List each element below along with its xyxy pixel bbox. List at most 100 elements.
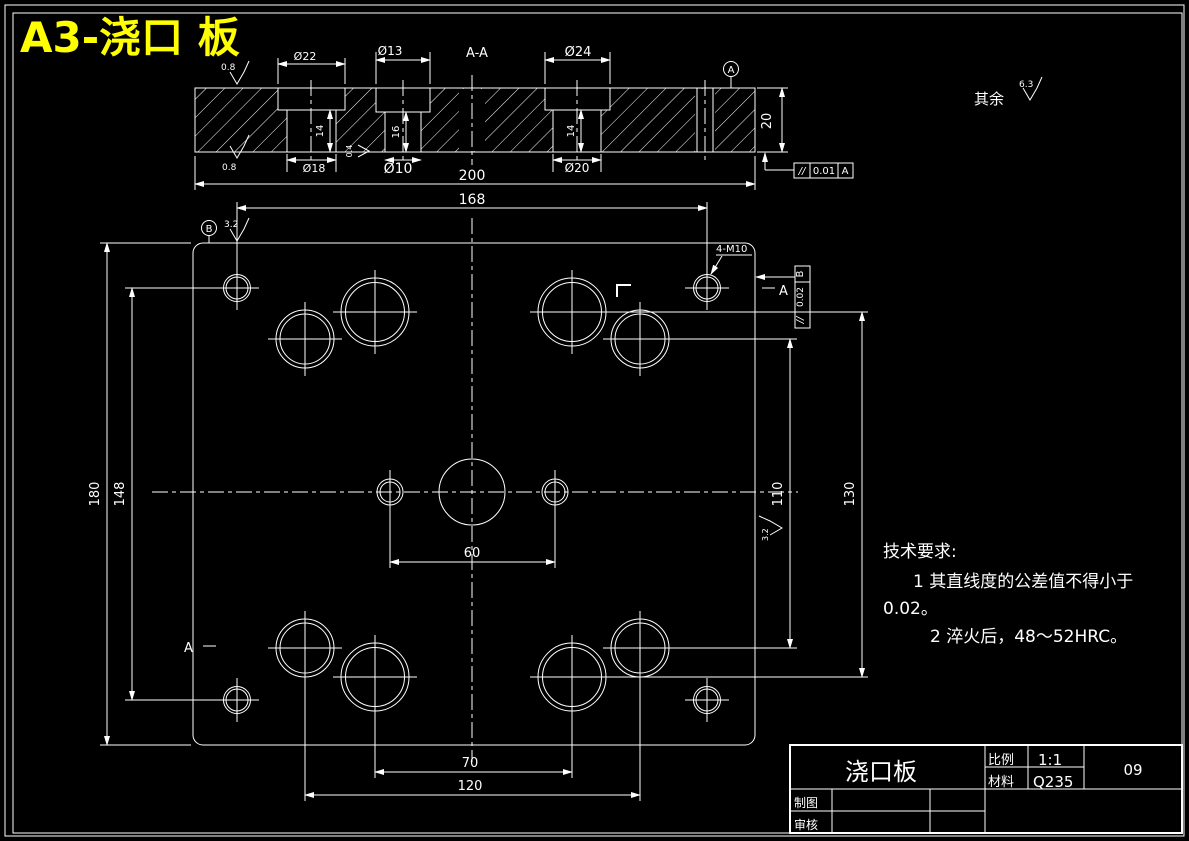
checked-by-label: 审核 bbox=[794, 817, 818, 832]
corner-hole-top-left bbox=[215, 266, 259, 310]
surface-finish-icon bbox=[1022, 76, 1043, 101]
dim-depth3: 14 bbox=[566, 109, 584, 153]
dim-70-text: 70 bbox=[462, 756, 479, 771]
tech-req-line1: 1 其直线度的公差值不得小于 bbox=[913, 572, 1133, 592]
parallel-symbol: // bbox=[795, 315, 806, 324]
dim-130-text: 130 bbox=[843, 482, 858, 507]
drawing-border bbox=[4, 4, 1185, 837]
general-note-text: 其余 bbox=[974, 90, 1004, 108]
tech-req-line3: 2 淬火后，48～52HRC。 bbox=[930, 627, 1127, 647]
dim-thickness-text: 20 bbox=[760, 113, 775, 130]
tapped-hole-section bbox=[695, 80, 715, 160]
finish-plan-right: 3.2 bbox=[758, 515, 783, 541]
drawing-title: A3-浇口 板 bbox=[20, 13, 240, 62]
material-value: Q235 bbox=[1033, 773, 1073, 791]
finish-top: 0.8 bbox=[221, 60, 250, 85]
dim-110: 110 bbox=[671, 338, 797, 649]
dim-depth2: 16 bbox=[391, 111, 409, 153]
scale-value: 1:1 bbox=[1038, 751, 1062, 769]
surface-finish-icon bbox=[758, 515, 783, 536]
dim-cb1: Ø22 bbox=[277, 50, 346, 84]
dim-thickness: 20 bbox=[757, 87, 788, 153]
plate-outline bbox=[192, 242, 756, 746]
dim-148: 148 bbox=[113, 287, 215, 701]
general-finish-note: 其余 6.3 bbox=[974, 76, 1043, 108]
finish-hole-value: 0.4 bbox=[345, 145, 354, 158]
tolerance-value: 0.02 bbox=[796, 287, 806, 307]
dim-120-text: 120 bbox=[458, 779, 483, 794]
parallelism-frame-plan: B 0.02 // bbox=[755, 265, 811, 329]
section-mark-bottom: A bbox=[184, 641, 216, 656]
title-block: 浇口板 比例 1:1 材料 Q235 09 制图 审核 bbox=[789, 744, 1183, 834]
datum-a-flag: A bbox=[723, 61, 739, 89]
parallelism-frame-section: // 0.01 A bbox=[762, 152, 854, 179]
surface-finish-icon bbox=[357, 144, 371, 158]
section-label: A-A bbox=[466, 46, 488, 61]
corner-hole-top-right bbox=[685, 266, 729, 310]
dim-60: 60 bbox=[389, 507, 556, 568]
counterbore-inner-holes bbox=[333, 270, 614, 719]
dim-168-text: 168 bbox=[459, 192, 486, 208]
general-note-value: 6.3 bbox=[1019, 80, 1033, 90]
dim-120: 120 bbox=[304, 679, 641, 801]
datum-a-letter: A bbox=[728, 65, 735, 76]
dim-cb1-text: Ø22 bbox=[294, 50, 317, 63]
center-hole bbox=[438, 458, 506, 526]
dim-180: 180 bbox=[88, 242, 191, 746]
section-mark-top-letter: A bbox=[779, 284, 788, 299]
dim-width-text: 200 bbox=[459, 168, 486, 184]
dim-hole2-text: Ø10 bbox=[384, 161, 413, 177]
finish-bottom: 0.8 bbox=[222, 134, 250, 173]
finish-plan-top: 3.2 bbox=[224, 217, 250, 242]
part-name: 浇口板 bbox=[845, 758, 917, 786]
thread-note-text: 4-M10 bbox=[716, 244, 747, 255]
dim-depth1-text: 14 bbox=[315, 125, 326, 138]
surface-finish-icon bbox=[229, 134, 250, 159]
tolerance-datum: A bbox=[842, 166, 849, 177]
dim-hole3: Ø20 bbox=[552, 154, 602, 175]
finish-plan-top-value: 3.2 bbox=[224, 220, 238, 230]
tech-requirements: 技术要求: 1 其直线度的公差值不得小于 0.02。 2 淬火后，48～52HR… bbox=[883, 542, 1133, 647]
dim-depth1: 14 bbox=[315, 109, 333, 153]
dim-60-text: 60 bbox=[464, 546, 481, 561]
dim-70: 70 bbox=[374, 713, 573, 778]
dim-depth2-text: 16 bbox=[391, 126, 402, 139]
dim-hole3-text: Ø20 bbox=[565, 161, 590, 175]
section-step-mark bbox=[616, 284, 631, 297]
dim-depth3-text: 14 bbox=[566, 125, 577, 138]
dim-hole2: Ø10 0.4 bbox=[345, 144, 422, 177]
dim-cb2-text: Ø13 bbox=[378, 44, 403, 58]
finish-top-value: 0.8 bbox=[221, 63, 236, 73]
plan-view: 168 180 148 110 130 60 bbox=[88, 192, 868, 801]
tech-req-heading: 技术要求: bbox=[883, 542, 957, 562]
finish-plan-right-value: 3.2 bbox=[761, 528, 770, 541]
dim-130: 130 bbox=[608, 311, 868, 678]
counterbore-outer-holes bbox=[268, 302, 677, 685]
dim-168: 168 bbox=[236, 192, 708, 266]
parallel-symbol: // bbox=[798, 166, 807, 177]
drawing-number: 09 bbox=[1123, 761, 1142, 779]
material-label: 材料 bbox=[988, 775, 1014, 790]
center-side-holes bbox=[376, 470, 569, 514]
tolerance-value: 0.01 bbox=[813, 166, 835, 177]
section-mark-bottom-letter: A bbox=[184, 641, 193, 656]
scale-label: 比例 bbox=[988, 753, 1014, 768]
dim-cb3: Ø24 bbox=[544, 45, 611, 84]
dim-hole1-text: Ø18 bbox=[303, 162, 326, 175]
dim-110-text: 110 bbox=[771, 482, 786, 507]
surface-finish-icon bbox=[229, 60, 250, 85]
dim-width: 200 bbox=[194, 156, 756, 190]
datum-b-flag: B bbox=[201, 220, 217, 243]
dim-148-text: 148 bbox=[113, 482, 128, 507]
corner-hole-bottom-left bbox=[215, 678, 259, 722]
datum-b-letter: B bbox=[206, 224, 213, 235]
section-mark-top: A bbox=[762, 284, 788, 299]
tolerance-datum: B bbox=[795, 270, 806, 277]
tech-req-line2: 0.02。 bbox=[883, 599, 938, 619]
dim-hole1: Ø18 bbox=[286, 154, 337, 175]
dim-cb2: Ø13 bbox=[375, 44, 431, 84]
finish-bottom-value: 0.8 bbox=[222, 163, 237, 173]
dim-cb3-text: Ø24 bbox=[565, 45, 592, 60]
